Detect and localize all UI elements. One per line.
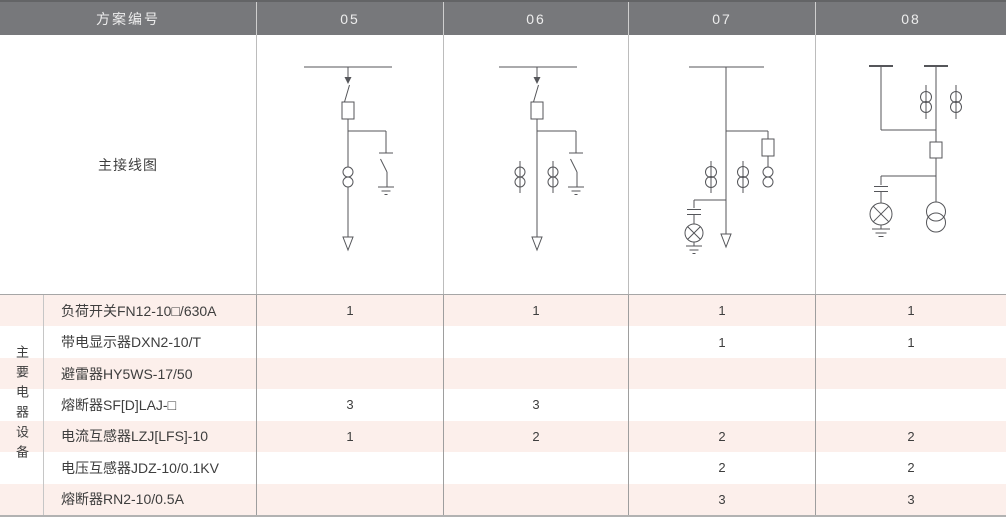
quantity-cell — [256, 326, 443, 358]
table-row: 熔断器SF[D]LAJ-□ 3 3 — [0, 389, 1006, 421]
quantity-cell — [443, 483, 628, 515]
quantity-cell — [443, 357, 628, 390]
quantity-cell: 1 — [256, 295, 443, 327]
quantity-cell: 1 — [815, 295, 1006, 327]
wiring-diagram-row: 主接线图 — [0, 35, 1006, 295]
quantity-cell: 1 — [256, 420, 443, 453]
table-row: 熔断器RN2-10/0.5A 3 3 — [0, 483, 1006, 515]
single-line-diagram-05-icon — [304, 66, 394, 252]
table-row: 避雷器HY5WS-17/50 — [0, 357, 1006, 390]
single-line-diagram-07-icon — [684, 66, 775, 254]
quantity-cell — [815, 389, 1006, 421]
equipment-group-label: 主要电器设备 — [14, 345, 29, 465]
single-line-diagram-08-icon — [869, 65, 962, 237]
wiring-diagram-07 — [628, 35, 815, 294]
equipment-name: 电压互感器JDZ-10/0.1KV — [43, 452, 256, 484]
scheme-column-07: 07 — [628, 2, 815, 35]
quantity-cell: 3 — [256, 389, 443, 421]
quantity-cell: 1 — [628, 295, 815, 327]
scheme-column-05: 05 — [256, 2, 443, 35]
quantity-cell — [628, 357, 815, 390]
quantity-cell: 1 — [815, 326, 1006, 358]
table-row: 电压互感器JDZ-10/0.1KV 2 2 — [0, 452, 1006, 484]
single-line-diagram-06-icon — [499, 66, 584, 252]
quantity-cell: 2 — [815, 420, 1006, 453]
equipment-name: 避雷器HY5WS-17/50 — [43, 357, 256, 390]
quantity-cell — [815, 357, 1006, 390]
table-row: 电流互感器LZJ[LFS]-10 1 2 2 2 — [0, 420, 1006, 453]
wiring-diagram-08 — [815, 35, 1006, 294]
quantity-cell: 2 — [628, 420, 815, 453]
equipment-section: 负荷开关FN12-10□/630A 1 1 1 1 带电显示器DXN2-10/T… — [0, 295, 1006, 517]
scheme-column-06: 06 — [443, 2, 628, 35]
equipment-name: 熔断器RN2-10/0.5A — [43, 483, 256, 515]
scheme-column-08: 08 — [815, 2, 1006, 35]
equipment-name: 负荷开关FN12-10□/630A — [43, 295, 256, 327]
quantity-cell: 3 — [628, 483, 815, 515]
quantity-cell — [256, 357, 443, 390]
table-row: 带电显示器DXN2-10/T 1 1 — [0, 326, 1006, 358]
table-header-row: 方案编号 05 06 07 08 — [0, 2, 1006, 35]
quantity-cell — [628, 389, 815, 421]
quantity-cell: 2 — [628, 452, 815, 484]
equipment-name: 电流互感器LZJ[LFS]-10 — [43, 420, 256, 453]
equipment-name: 熔断器SF[D]LAJ-□ — [43, 389, 256, 421]
quantity-cell — [256, 483, 443, 515]
equipment-name: 带电显示器DXN2-10/T — [43, 326, 256, 358]
quantity-cell — [443, 452, 628, 484]
wiring-diagram-label: 主接线图 — [98, 156, 158, 173]
wiring-diagram-06 — [443, 35, 628, 294]
table-row: 负荷开关FN12-10□/630A 1 1 1 1 — [0, 295, 1006, 327]
quantity-cell: 3 — [443, 389, 628, 421]
wiring-diagram-05 — [256, 35, 443, 294]
quantity-cell — [256, 452, 443, 484]
quantity-cell: 1 — [628, 326, 815, 358]
scheme-number-header: 方案编号 — [96, 10, 160, 27]
quantity-cell: 2 — [815, 452, 1006, 484]
quantity-cell: 3 — [815, 483, 1006, 515]
quantity-cell: 1 — [443, 295, 628, 327]
quantity-cell — [443, 326, 628, 358]
quantity-cell: 2 — [443, 420, 628, 453]
